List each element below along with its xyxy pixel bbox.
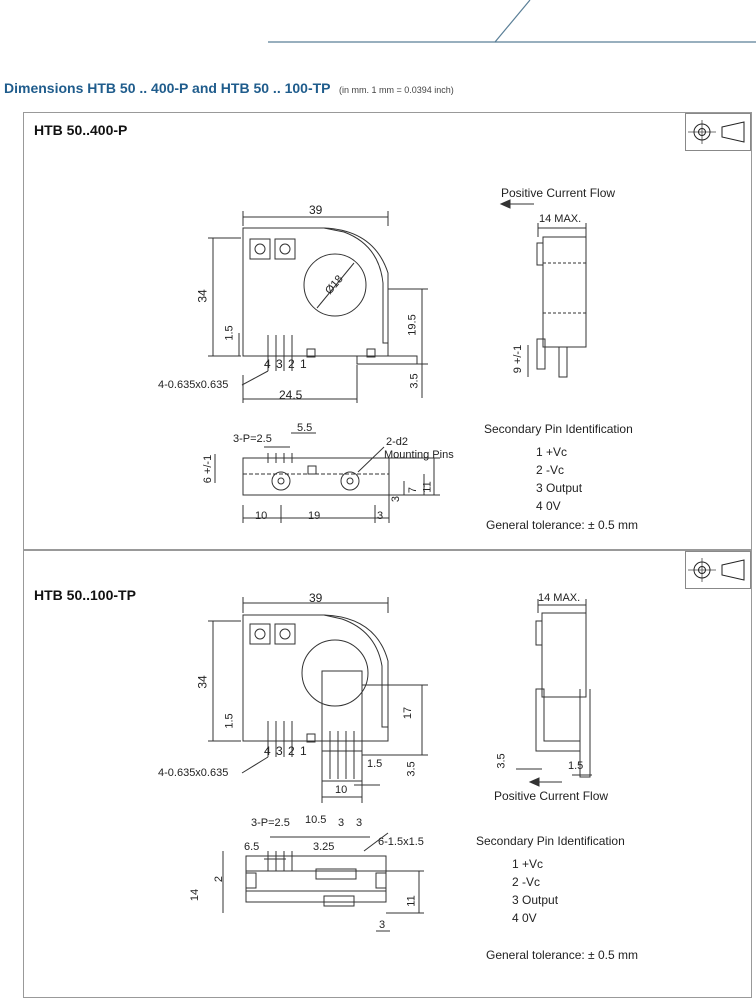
dim-label: 3.5	[408, 373, 421, 389]
dim-label: 6.5	[244, 841, 260, 853]
dim-label: 9 +/-1	[512, 344, 525, 374]
dim-label: 2-d2	[386, 436, 409, 448]
dim-label: 39	[309, 203, 323, 217]
header-rule	[268, 0, 756, 43]
dim-label: 1.5	[367, 758, 383, 770]
drawing-400p	[208, 199, 587, 523]
tolerance-note: General tolerance: ± 0.5 mm	[486, 948, 638, 962]
dim-label: 7	[407, 486, 420, 494]
dim-label: 10.5	[305, 814, 327, 826]
dim-label: 19	[308, 510, 321, 522]
dim-label: 1.5	[223, 713, 236, 729]
dim-label: 34	[195, 675, 210, 689]
panel-htb-100tp: HTB 50..100-TP	[23, 550, 752, 998]
current-flow-label: Positive Current Flow	[501, 186, 616, 200]
pin-numbers: 4 3 2 1	[264, 744, 308, 758]
dim-label: 11	[405, 895, 418, 907]
pin-item: 1 +Vc	[536, 445, 568, 459]
dim-label: 3.25	[313, 841, 335, 853]
dim-label: 14 MAX.	[538, 592, 581, 604]
dim-label: 10	[335, 784, 348, 796]
dim-label: 34	[195, 289, 210, 303]
dim-label: 4-0.635x0.635	[158, 767, 229, 779]
pin-id-title: Secondary Pin Identification	[476, 834, 625, 848]
dim-label: 14	[189, 888, 202, 902]
tolerance-note: General tolerance: ± 0.5 mm	[486, 518, 638, 532]
pin-item: 3 Output	[536, 481, 583, 495]
page-title: Dimensions HTB 50 .. 400-P and HTB 50 ..…	[4, 80, 331, 96]
dim-label: 3	[390, 495, 403, 503]
projection-symbol-icon	[685, 113, 751, 151]
pin-item: 3 Output	[512, 893, 559, 907]
drawing-100tp	[208, 597, 592, 932]
dim-label: 5.5	[297, 422, 313, 434]
pin-item: 4 0V	[512, 911, 537, 925]
dim-label: 3	[338, 817, 345, 829]
dim-label: 4-0.635x0.635	[158, 379, 229, 391]
pin-numbers: 4 3 2 1	[264, 357, 308, 371]
dim-label: 3-P=2.5	[251, 817, 290, 829]
panel-title: HTB 50..400-P	[34, 122, 128, 138]
dim-label: 19.5	[406, 314, 419, 336]
dim-label: 1.5	[568, 760, 584, 772]
dim-label: 3-P=2.5	[233, 433, 272, 445]
dim-label: 6 +/-1	[202, 454, 215, 484]
panel-htb-400p: HTB 50..400-P	[23, 112, 752, 550]
dim-label: 24.5	[279, 388, 303, 402]
dim-label: 3	[377, 510, 384, 522]
pin-item: 2 -Vc	[512, 875, 541, 889]
projection-symbol-icon	[685, 551, 751, 589]
dim-label: 17	[402, 706, 415, 720]
dim-label: Mounting Pins	[384, 449, 454, 461]
pin-item: 2 -Vc	[536, 463, 565, 477]
dim-label: 14 MAX.	[539, 213, 582, 225]
pin-item: 4 0V	[536, 499, 561, 513]
page-heading: Dimensions HTB 50 .. 400-P and HTB 50 ..…	[4, 80, 454, 98]
current-flow-label: Positive Current Flow	[494, 789, 609, 803]
dim-label: 3.5	[495, 753, 508, 769]
dim-label: 3.5	[405, 761, 418, 777]
dim-label: 3	[356, 817, 363, 829]
dim-label: 11	[421, 481, 434, 493]
dim-label: 3	[379, 919, 386, 931]
dim-label: 1.5	[223, 325, 236, 341]
pin-id-title: Secondary Pin Identification	[484, 422, 633, 436]
units-note: (in mm. 1 mm = 0.0394 inch)	[338, 85, 454, 95]
pin-item: 1 +Vc	[512, 857, 544, 871]
dim-label: 39	[309, 591, 323, 605]
dim-label: 10	[255, 510, 268, 522]
dim-label: 2	[213, 875, 226, 883]
panel-title: HTB 50..100-TP	[34, 587, 136, 603]
dim-label: 6-1.5x1.5	[378, 836, 424, 848]
